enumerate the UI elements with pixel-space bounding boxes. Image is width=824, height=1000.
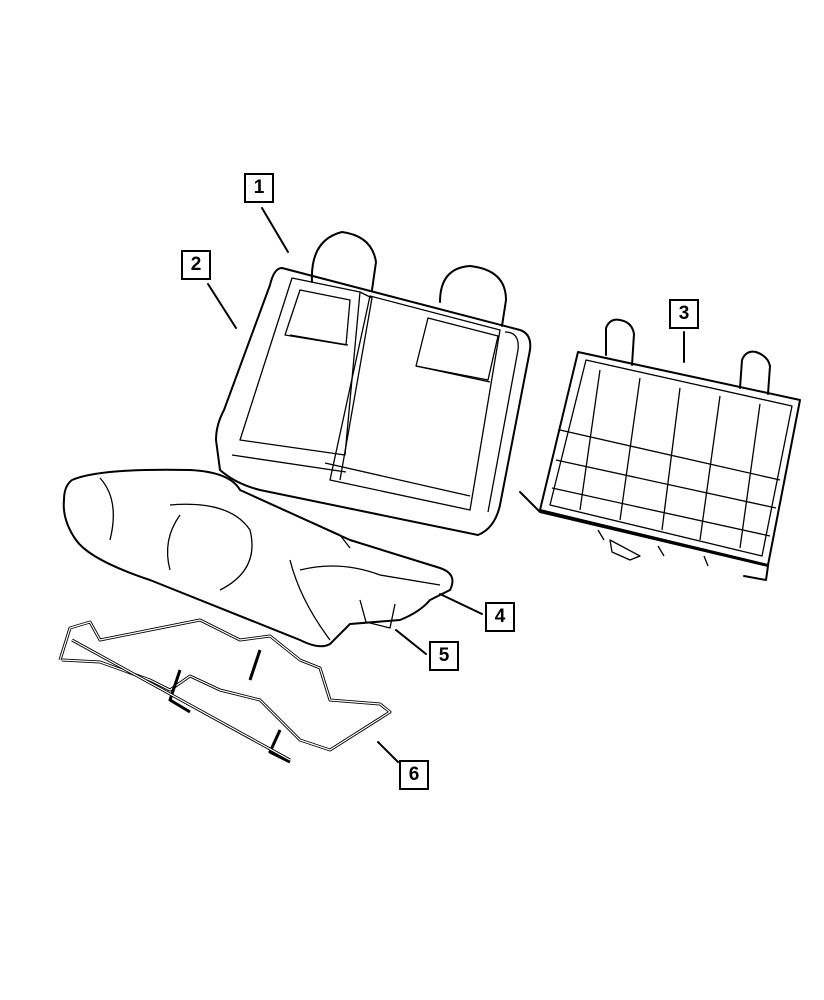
callout-1: 1 [244,173,274,203]
callout-6: 6 [399,760,429,790]
callout-3: 3 [669,299,699,329]
callout-5: 5 [429,641,459,671]
seat-back-frame [519,318,801,581]
callout-2: 2 [181,250,211,280]
callout-4: 4 [485,602,515,632]
seat-back-cover [215,231,532,536]
seat-cushion [62,468,454,648]
cushion-wire-frame [58,618,392,764]
leader-lines [207,207,685,763]
